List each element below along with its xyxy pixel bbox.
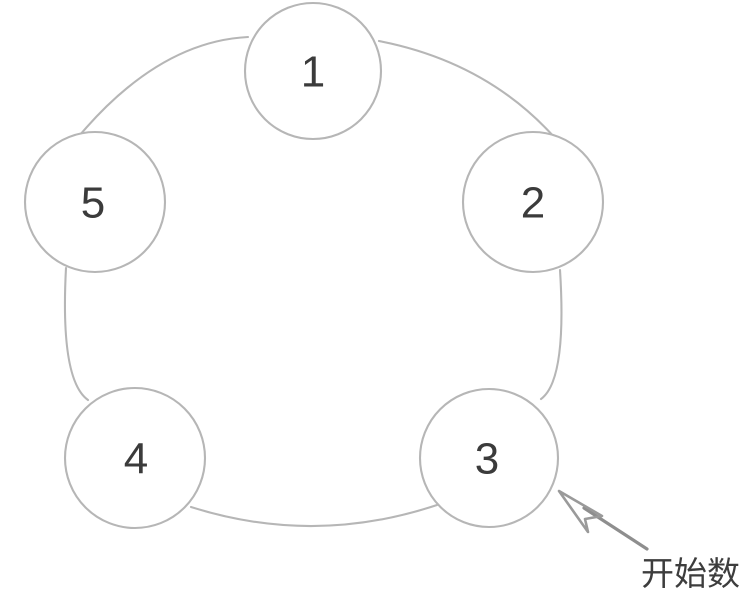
- node-circle-3[interactable]: [418, 387, 560, 529]
- node-label-5: 5: [81, 179, 105, 228]
- node-circle-5[interactable]: [23, 130, 167, 274]
- arc-2-to-3: [539, 268, 563, 401]
- node-circle-1[interactable]: [243, 1, 383, 141]
- node-label-2: 2: [521, 179, 545, 228]
- annotation-arrow-shaft: [582, 506, 649, 551]
- annotation-arrow: [557, 489, 649, 551]
- node-group-5[interactable]: 5: [23, 130, 167, 274]
- arc-5-to-1: [61, 35, 250, 158]
- ring-connector-arcs: [61, 35, 563, 528]
- node-group-1[interactable]: 1: [243, 1, 383, 141]
- node-label-1: 1: [301, 48, 325, 97]
- arc-3-to-4: [189, 503, 439, 528]
- node-label-4: 4: [124, 435, 148, 484]
- node-circle-2[interactable]: [461, 130, 605, 274]
- node-label-3: 3: [475, 435, 499, 484]
- arc-4-to-5: [63, 266, 90, 402]
- arc-1-to-2: [377, 39, 557, 140]
- annotation-label-start-count: 开始数: [641, 554, 740, 593]
- annotation-arrowhead-icon: [557, 489, 604, 534]
- node-group-4[interactable]: 4: [63, 386, 207, 530]
- node-circle-4[interactable]: [63, 386, 207, 530]
- node-group-3[interactable]: 3: [418, 387, 560, 529]
- node-group-2[interactable]: 2: [461, 130, 605, 274]
